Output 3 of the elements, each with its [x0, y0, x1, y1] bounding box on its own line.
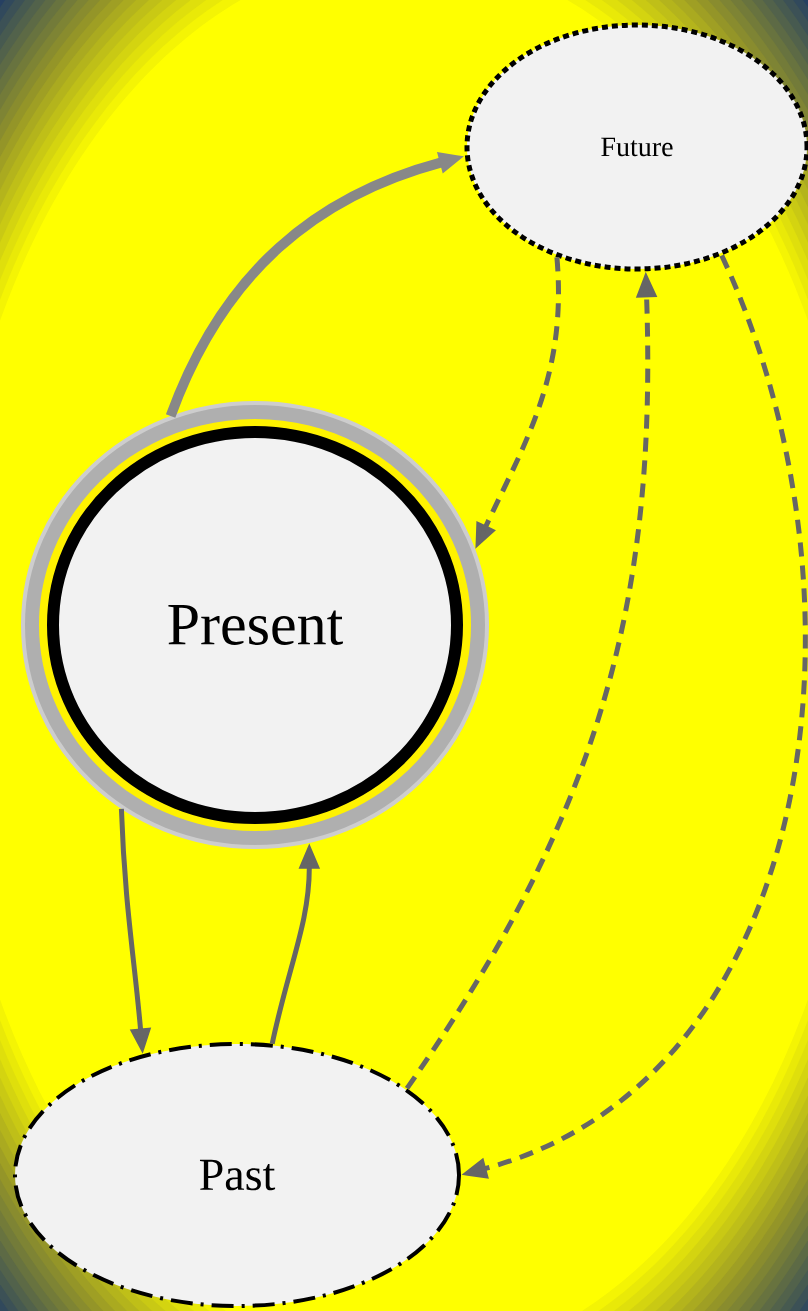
- circle-node: Present: [21, 401, 489, 849]
- ellipse-node: Future: [464, 22, 808, 272]
- ellipse-node: Past: [13, 1042, 461, 1308]
